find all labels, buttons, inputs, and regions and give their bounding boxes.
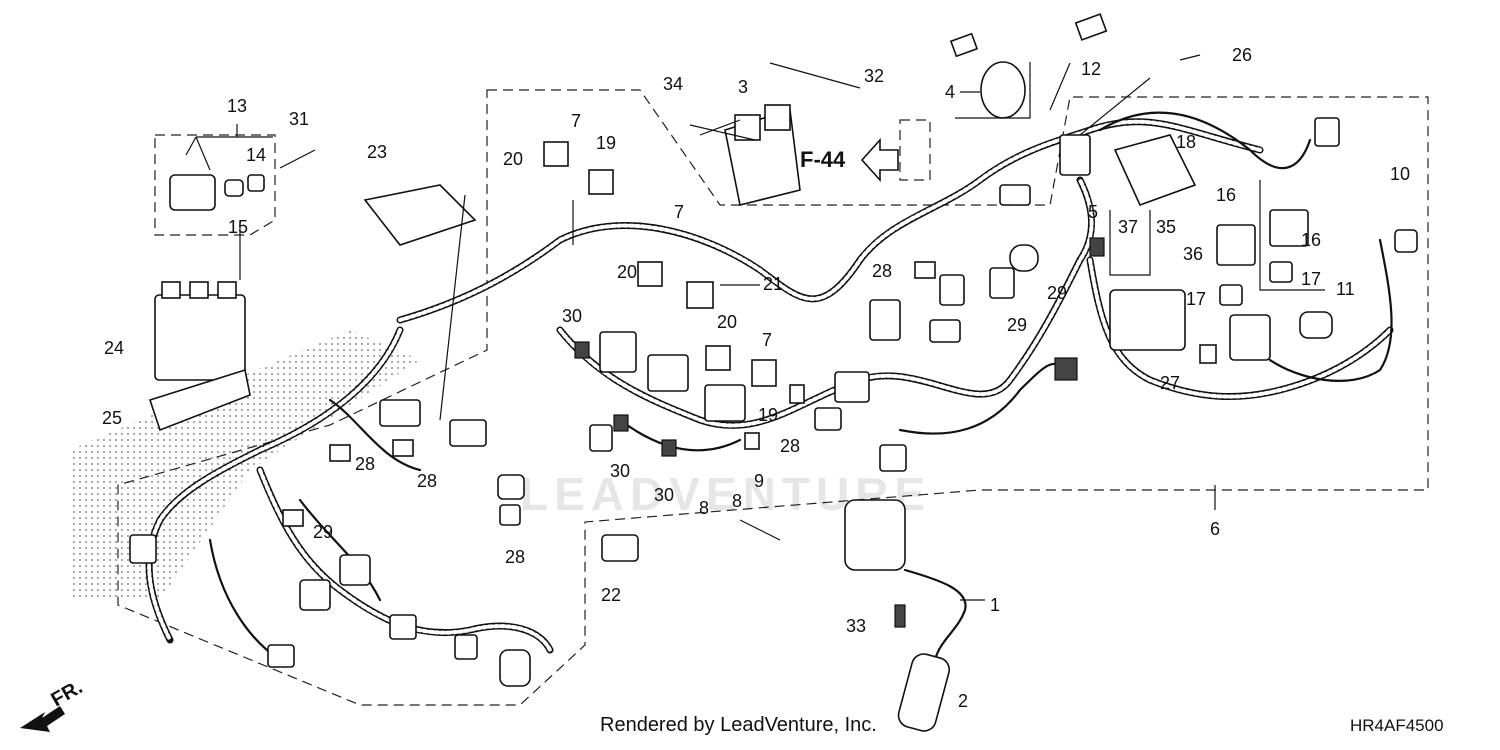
callout-24: 24	[104, 338, 124, 358]
diagram-code: HR4AF4500	[1350, 716, 1444, 735]
callout-3: 3	[738, 77, 748, 97]
terminal-cover	[1394, 229, 1418, 253]
callout-8b: 8	[732, 491, 742, 511]
callout-27: 27	[1160, 373, 1180, 393]
callout-17a: 17	[1186, 289, 1206, 309]
callout-35: 35	[1156, 217, 1176, 237]
callout-33: 33	[846, 616, 866, 636]
callout-19b: 19	[758, 405, 778, 425]
callout-19a: 19	[596, 133, 616, 153]
callout-15: 15	[228, 217, 248, 237]
callout-10: 10	[1390, 164, 1410, 184]
relay	[686, 281, 714, 309]
coil	[980, 61, 1026, 119]
callout-29a: 29	[313, 522, 333, 542]
relay	[751, 359, 777, 387]
callouts: 1 2 3 4 5 6 7 7 7 8 8 9 10 11 12 13 14 1…	[102, 45, 1410, 711]
leader-lines	[185, 54, 1325, 601]
callout-26: 26	[1232, 45, 1252, 65]
callout-23: 23	[367, 142, 387, 162]
callout-36: 36	[1183, 244, 1203, 264]
callout-29c: 29	[1047, 283, 1067, 303]
callout-37: 37	[1118, 217, 1138, 237]
fuse-box	[1113, 134, 1197, 207]
callout-20c: 20	[717, 312, 737, 332]
callout-6: 6	[1210, 519, 1220, 539]
front-label: FR.	[48, 676, 87, 711]
callout-1: 1	[990, 595, 1000, 615]
callout-22: 22	[601, 585, 621, 605]
callout-13: 13	[227, 96, 247, 116]
spark-plug-cap	[897, 653, 951, 732]
callout-17b: 17	[1301, 269, 1321, 289]
sensor-housing	[169, 174, 216, 211]
relay	[637, 261, 663, 287]
wire-harness	[145, 111, 1394, 662]
callout-30c: 30	[654, 485, 674, 505]
callout-32: 32	[864, 66, 884, 86]
callout-29b: 29	[1007, 315, 1027, 335]
reference-arrow	[860, 137, 899, 183]
callout-7c: 7	[762, 330, 772, 350]
relay	[588, 169, 614, 195]
callout-14: 14	[246, 145, 266, 165]
components	[129, 13, 1418, 732]
callout-28a: 28	[355, 454, 375, 474]
ignition-coil	[844, 499, 906, 571]
connector	[601, 534, 639, 562]
ecu-bracket	[148, 368, 251, 432]
callout-16a: 16	[1216, 185, 1236, 205]
terminal-cap	[1299, 311, 1333, 339]
callout-34: 34	[663, 74, 683, 94]
relay	[543, 141, 569, 167]
callout-4: 4	[945, 82, 955, 102]
callout-16b: 16	[1301, 230, 1321, 250]
callout-20b: 20	[617, 262, 637, 282]
callout-18: 18	[1176, 132, 1196, 152]
ecu-unit	[154, 294, 246, 381]
callout-2: 2	[958, 691, 968, 711]
relay	[705, 345, 731, 371]
reference-label: F-44	[800, 147, 846, 172]
callout-5: 5	[1088, 202, 1098, 222]
callout-12: 12	[1081, 59, 1101, 79]
callout-30a: 30	[562, 306, 582, 326]
callout-25: 25	[102, 408, 122, 428]
relay-16	[1216, 224, 1256, 266]
callout-28d: 28	[780, 436, 800, 456]
callout-9: 9	[754, 471, 764, 491]
callout-31: 31	[289, 109, 309, 129]
fuse-block	[1109, 289, 1186, 351]
callout-28c: 28	[505, 547, 525, 567]
front-arrow-icon	[20, 706, 65, 732]
callout-30b: 30	[610, 461, 630, 481]
callout-11: 11	[1336, 279, 1355, 299]
fuse-cover	[363, 184, 477, 246]
callout-28e: 28	[872, 261, 892, 281]
credit-text: Rendered by LeadVenture, Inc.	[600, 714, 877, 736]
callout-8a: 8	[699, 498, 709, 518]
callout-20a: 20	[503, 149, 523, 169]
callout-7b: 7	[674, 202, 684, 222]
callout-7a: 7	[571, 111, 581, 131]
callout-21: 21	[763, 274, 783, 294]
front-direction-indicator: FR.	[20, 676, 86, 732]
relay-16	[1269, 209, 1309, 247]
callout-28b: 28	[417, 471, 437, 491]
